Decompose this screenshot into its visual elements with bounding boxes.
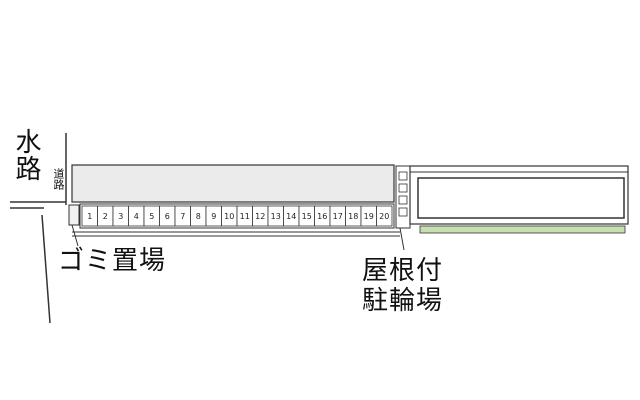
waterway-label: 水路	[11, 128, 41, 182]
bicycle-rack-4	[398, 207, 408, 217]
bicycle-parking	[395, 165, 411, 229]
bicycle-rack-2	[398, 183, 408, 193]
parking-slot-number: 20	[379, 212, 389, 221]
parking-slot-number: 14	[286, 212, 296, 221]
parking-slot-number: 4	[134, 212, 139, 221]
parking-slot-number: 17	[333, 212, 343, 221]
main-building	[71, 164, 395, 203]
parking-slot-number: 13	[271, 212, 281, 221]
parking-slot	[376, 205, 393, 227]
parking-slot-number: 15	[302, 212, 312, 221]
green-strip	[419, 225, 626, 234]
garbage-label: ゴミ置場	[58, 246, 167, 276]
parking-slot-number: 10	[224, 212, 234, 221]
parking-slot-number: 18	[348, 212, 358, 221]
parking-slot-number: 1	[87, 212, 92, 221]
bicycle-label-line2: 駐輪場	[362, 286, 444, 316]
parking-slot-number: 12	[255, 212, 265, 221]
parking-slot-number: 9	[211, 212, 216, 221]
bicycle-rack-1	[398, 171, 408, 181]
parking-slot-number: 7	[180, 212, 185, 221]
parking-slot-number: 5	[149, 212, 154, 221]
garbage-pointer	[71, 224, 79, 247]
parking-slot-number: 8	[196, 212, 201, 221]
parking-slot-number: 11	[240, 212, 250, 221]
parking-slot-number: 6	[165, 212, 170, 221]
bicycle-rack-3	[398, 195, 408, 205]
annex-building	[417, 177, 625, 219]
bicycle-label-line1: 屋根付	[362, 256, 444, 286]
parking-slot-number: 16	[317, 212, 327, 221]
parking-slot-number: 3	[118, 212, 123, 221]
bicycle-pointer	[399, 227, 405, 251]
parking-slot-number: 2	[103, 212, 108, 221]
garbage-area	[68, 204, 80, 226]
waterway-edge-lower	[41, 214, 51, 324]
road-label: 道路	[52, 168, 65, 190]
parking-slot-number: 19	[364, 212, 374, 221]
